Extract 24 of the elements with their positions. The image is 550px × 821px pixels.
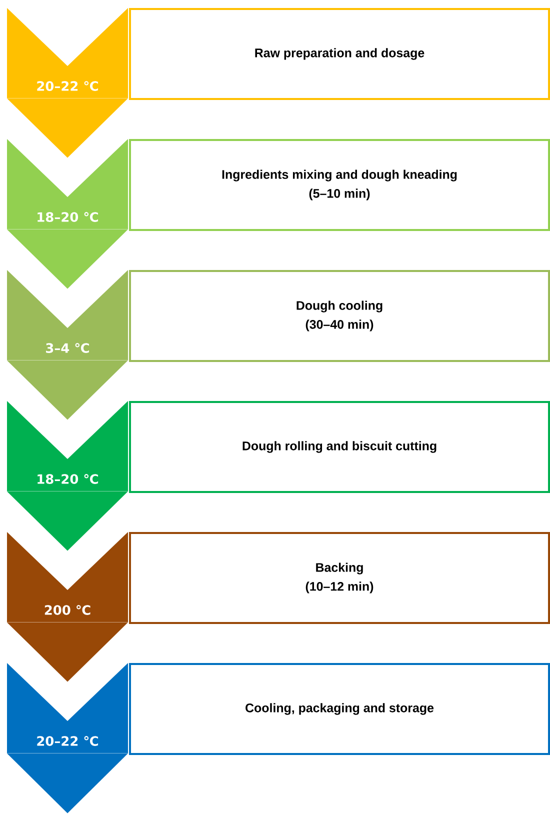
process-box: Backing (10–12 min): [129, 532, 550, 624]
chevron-body: 18–20 ℃: [7, 139, 128, 229]
process-box: Dough cooling (30–40 min): [129, 270, 550, 362]
chevron-body: 3–4 ℃: [7, 270, 128, 360]
node-label: 3–4 ℃: [46, 343, 90, 353]
process-box: Raw preparation and dosage: [129, 8, 550, 100]
chevron-tip: [6, 98, 128, 158]
chevron-tip: [6, 753, 128, 814]
node-label: 20–22 ℃: [37, 736, 98, 746]
chevron-tip: [6, 360, 128, 420]
chevron-body: 20–22 ℃: [7, 8, 128, 98]
node-label: 20–22 ℃: [37, 81, 98, 91]
chevron-tip: [6, 622, 128, 682]
chevron-body: 18–20 ℃: [7, 401, 128, 491]
chevron-tip: [6, 491, 128, 551]
node-label: 200 ℃: [44, 605, 90, 615]
chevron-tip: [6, 229, 128, 289]
process-box: Cooling, packaging and storage: [129, 663, 550, 755]
node-label: 18–20 ℃: [38, 212, 98, 222]
process-box: Dough rolling and biscuit cutting: [129, 401, 550, 493]
process-box: Ingredients mixing and dough kneading (5–10 min): [129, 139, 550, 231]
chevron-body: 20–22 ℃: [7, 663, 128, 753]
node-label: 18–20 ℃: [38, 474, 98, 484]
chevron-body: 200 ℃: [7, 532, 128, 622]
